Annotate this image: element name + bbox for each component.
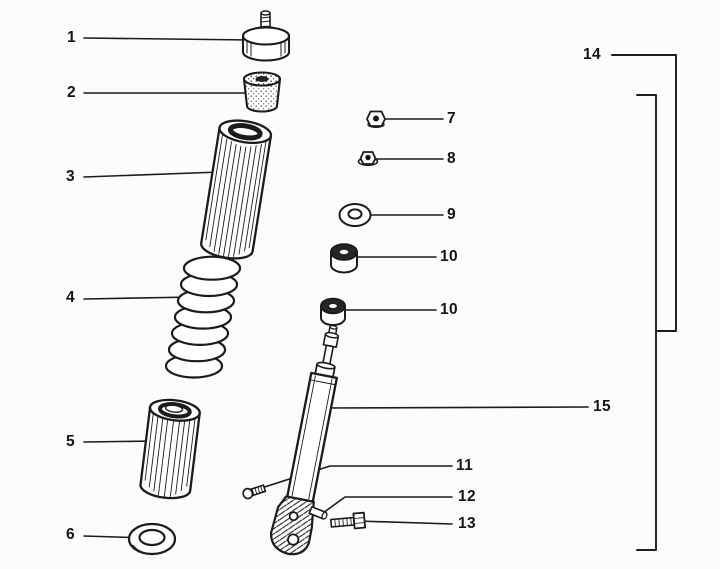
callout-part-11: 11 xyxy=(456,457,474,474)
callout-part-4: 4 xyxy=(66,289,76,306)
assembly-bracket-14 xyxy=(611,54,677,551)
part-8-nut-drawing xyxy=(357,151,379,167)
callout-part-13: 13 xyxy=(458,515,477,532)
leader-line-12 xyxy=(322,496,453,514)
part-13-bolt-drawing xyxy=(330,511,367,530)
part-9-washer-drawing xyxy=(338,203,372,227)
part-12-pin-drawing xyxy=(308,505,328,520)
callout-part-12: 12 xyxy=(458,488,477,505)
part-3-upper-cover-drawing xyxy=(200,119,273,260)
part-5-lower-cover-drawing xyxy=(139,398,201,500)
leader-line-1 xyxy=(83,37,253,41)
callout-part-10-upper: 10 xyxy=(440,248,459,265)
part-11-screw-drawing xyxy=(242,484,267,500)
callout-part-9: 9 xyxy=(447,206,457,223)
part-2-rubber-buffer-drawing xyxy=(242,71,282,113)
callout-part-10-lower: 10 xyxy=(440,301,459,318)
leader-line-11 xyxy=(251,465,453,492)
callout-part-5: 5 xyxy=(66,433,76,450)
callout-part-8: 8 xyxy=(447,150,457,167)
callout-part-3: 3 xyxy=(66,168,76,185)
callout-part-14: 14 xyxy=(583,46,602,63)
leader-line-4 xyxy=(83,296,195,300)
part-7-nut-drawing xyxy=(366,110,386,128)
callout-part-7: 7 xyxy=(447,110,457,127)
leader-line-5 xyxy=(83,440,156,443)
leader-line-15 xyxy=(321,406,589,409)
callout-part-1: 1 xyxy=(67,29,77,46)
callout-part-6: 6 xyxy=(66,526,76,543)
callout-part-2: 2 xyxy=(67,84,77,101)
leader-lines xyxy=(83,37,589,539)
leader-line-3 xyxy=(83,171,221,178)
part-15-damper-drawing xyxy=(269,324,340,556)
part-10-bushing-upper-drawing xyxy=(330,243,358,274)
callout-part-15: 15 xyxy=(593,398,612,415)
part-10-bushing-lower-drawing xyxy=(320,297,346,326)
part-4-spring-drawing xyxy=(164,255,242,379)
part-6-ring-drawing xyxy=(127,522,177,556)
part-1-top-mount-drawing xyxy=(241,10,291,62)
leader-line-13 xyxy=(357,520,453,525)
